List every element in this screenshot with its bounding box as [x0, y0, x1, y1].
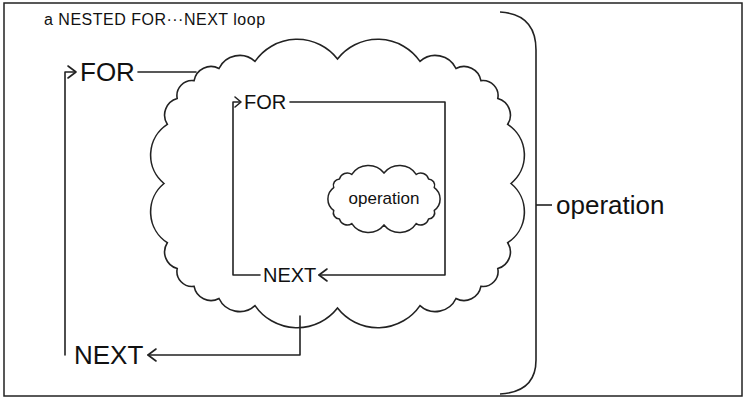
arrow-head — [319, 269, 327, 281]
arrow-head — [148, 349, 156, 361]
brace-bracket — [500, 12, 536, 394]
bracket-tick — [536, 204, 552, 206]
inner-loop-line — [233, 102, 260, 275]
outer-loop-line — [148, 316, 300, 355]
loop-keyword: NEXT — [74, 342, 143, 368]
node-text: operation — [328, 190, 440, 209]
outer-loop-line — [65, 72, 75, 355]
outer-loop-line — [138, 71, 196, 73]
diagram-title: a NESTED FOR···NEXT loop — [44, 12, 266, 28]
loop-keyword: FOR — [80, 59, 135, 85]
outer-frame — [4, 3, 742, 396]
bracket-label: operation — [556, 192, 664, 218]
cloud-outline-path — [328, 166, 440, 233]
outer-cloud — [151, 39, 525, 327]
inner-loop-line — [290, 102, 445, 275]
cloud-node: operation — [328, 168, 440, 230]
loop-keyword: NEXT — [263, 265, 316, 285]
arrow-head — [235, 97, 241, 107]
loop-keyword: FOR — [244, 92, 286, 112]
arrow-head — [68, 66, 76, 78]
